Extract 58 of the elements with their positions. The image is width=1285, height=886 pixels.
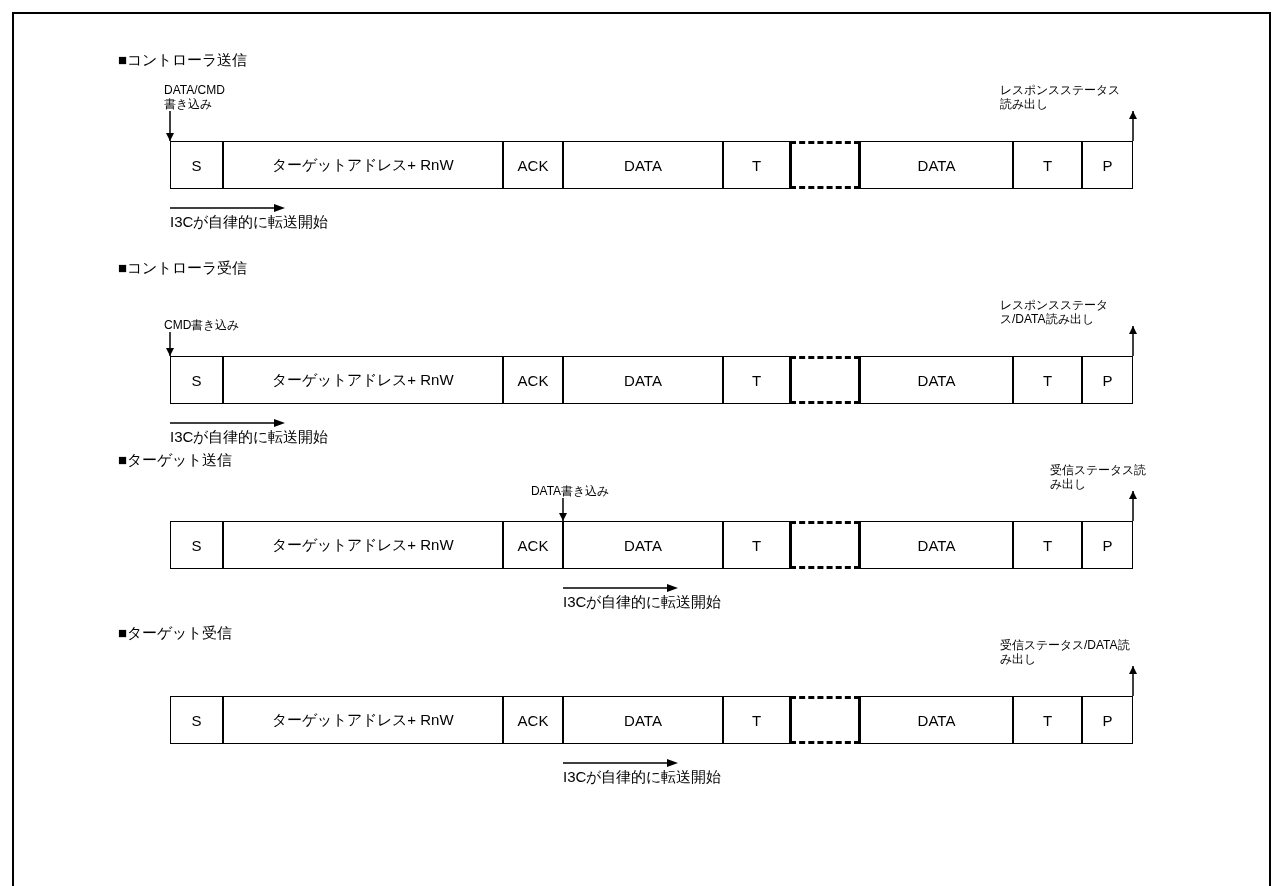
frame-field: S bbox=[170, 521, 223, 569]
section-heading: ■ターゲット送信 bbox=[118, 451, 233, 470]
frame-field: DATA bbox=[563, 356, 723, 404]
frame-field: P bbox=[1082, 696, 1133, 744]
annotation-text: レスポンスステータス読み出し bbox=[1000, 83, 1128, 111]
annotation-text: 受信ステータス/DATA読み出し bbox=[1000, 638, 1140, 666]
frame-field: DATA bbox=[563, 141, 723, 189]
frame-field: S bbox=[170, 696, 223, 744]
frame-field: DATA bbox=[860, 356, 1013, 404]
annotation-text: 受信ステータス読み出し bbox=[1050, 463, 1146, 491]
annotation-text: CMD書き込み bbox=[164, 318, 254, 332]
frame-field: ACK bbox=[503, 141, 563, 189]
annotation-text: DATA書き込み bbox=[515, 484, 625, 498]
omitted-field bbox=[790, 141, 860, 189]
arrow bbox=[1129, 325, 1137, 357]
frame-field: ターゲットアドレス+ RnW bbox=[223, 696, 503, 744]
frame-field: P bbox=[1082, 356, 1133, 404]
frame-field: T bbox=[1013, 696, 1082, 744]
section-heading: ■コントローラ受信 bbox=[118, 259, 248, 278]
annotation-text: DATA/CMD書き込み bbox=[164, 83, 236, 111]
frame-field: T bbox=[723, 356, 790, 404]
frame-field: DATA bbox=[563, 696, 723, 744]
omitted-field bbox=[790, 356, 860, 404]
frame-field: P bbox=[1082, 141, 1133, 189]
arrow bbox=[1129, 490, 1137, 522]
annotation-text: レスポンスステータス/DATA読み出し bbox=[1000, 298, 1140, 326]
frame-field: P bbox=[1082, 521, 1133, 569]
frame-field: T bbox=[1013, 356, 1082, 404]
arrow bbox=[1129, 665, 1137, 697]
frame-field: DATA bbox=[563, 521, 723, 569]
arrow bbox=[559, 497, 567, 522]
note-text: I3Cが自律的に転送開始 bbox=[563, 593, 722, 612]
frame-field: ACK bbox=[503, 356, 563, 404]
frame-field: T bbox=[1013, 521, 1082, 569]
arrow bbox=[166, 331, 174, 357]
section-heading: ■コントローラ送信 bbox=[118, 51, 248, 70]
omitted-field bbox=[790, 521, 860, 569]
frame-field: T bbox=[723, 141, 790, 189]
frame-field: DATA bbox=[860, 141, 1013, 189]
frame-field: DATA bbox=[860, 696, 1013, 744]
frame-field: ターゲットアドレス+ RnW bbox=[223, 141, 503, 189]
note-text: I3Cが自律的に転送開始 bbox=[563, 768, 722, 787]
note-text: I3Cが自律的に転送開始 bbox=[170, 428, 329, 447]
note-text: I3Cが自律的に転送開始 bbox=[170, 213, 329, 232]
frame-field: T bbox=[1013, 141, 1082, 189]
frame-field: T bbox=[723, 521, 790, 569]
frame-field: ACK bbox=[503, 696, 563, 744]
frame-field: T bbox=[723, 696, 790, 744]
section-heading: ■ターゲット受信 bbox=[118, 624, 233, 643]
omitted-field bbox=[790, 696, 860, 744]
arrow bbox=[1129, 110, 1137, 142]
frame-field: ターゲットアドレス+ RnW bbox=[223, 356, 503, 404]
frame-field: ACK bbox=[503, 521, 563, 569]
arrow bbox=[166, 110, 174, 142]
frame-field: S bbox=[170, 356, 223, 404]
frame-field: DATA bbox=[860, 521, 1013, 569]
frame-field: S bbox=[170, 141, 223, 189]
frame-field: ターゲットアドレス+ RnW bbox=[223, 521, 503, 569]
